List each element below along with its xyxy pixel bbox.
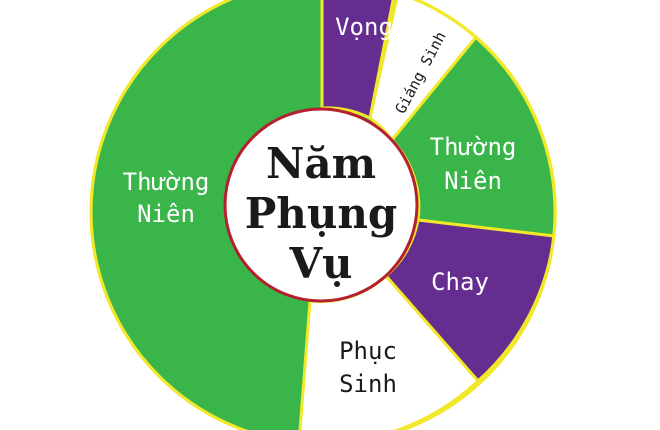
- label-thuong-nien-left-line-1: Thường: [123, 168, 210, 196]
- label-thuong-nien-left-line-2: Niên: [137, 200, 195, 228]
- center-circle: [223, 107, 419, 303]
- label-phuc-sinh-line-1: Phục: [339, 337, 397, 365]
- outer-rim: [89, 0, 557, 430]
- label-chay: Chay: [431, 268, 489, 296]
- center-title-line-1: Năm: [266, 139, 376, 188]
- label-thuong-nien-right-line-2: Niên: [444, 167, 502, 195]
- label-phuc-sinh-line-2: Sinh: [339, 370, 397, 398]
- label-vong: Vọng: [335, 13, 393, 41]
- label-thuong-nien-right-line-1: Thường: [430, 133, 517, 161]
- center-title-line-3: Vụ: [288, 239, 352, 288]
- center-title-line-2: Phụng: [245, 189, 398, 238]
